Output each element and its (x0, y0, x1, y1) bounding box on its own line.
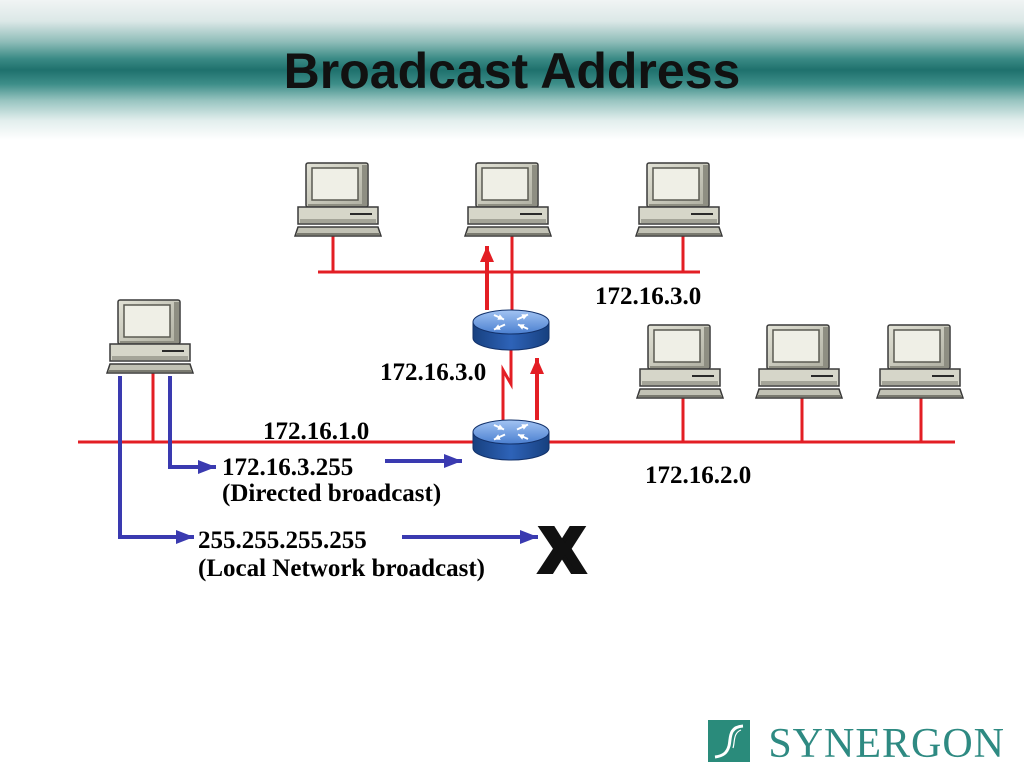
router-icon (473, 310, 549, 350)
logo-s-mark-thin (732, 729, 742, 749)
serial-link (501, 349, 513, 421)
computer-icon (876, 324, 964, 399)
header-band (0, 0, 1024, 140)
router-icon (473, 420, 549, 460)
network-label-top: 172.16.3.0 (595, 283, 701, 310)
computer-icon (755, 324, 843, 399)
blocked-mark: X (536, 511, 583, 589)
computer-icon (106, 299, 194, 374)
network-label-right: 172.16.2.0 (645, 462, 751, 489)
directed-broadcast-description: (Directed broadcast) (222, 480, 441, 507)
computer-icon (636, 324, 724, 399)
computer-icon (635, 162, 723, 237)
local-broadcast-path (118, 376, 194, 544)
logo-s-mark (714, 724, 744, 759)
directed-broadcast-address: 172.16.3.255 (222, 454, 353, 481)
computer-icon (294, 162, 382, 237)
computer-icon (464, 162, 552, 237)
network-label-router-link: 172.16.3.0 (380, 359, 486, 386)
network-label-left: 172.16.1.0 (263, 418, 369, 445)
slide-title: Broadcast Address (284, 43, 741, 99)
directed-broadcast-path (168, 376, 216, 474)
local-broadcast-description: (Local Network broadcast) (198, 555, 485, 582)
local-broadcast-address: 255.255.255.255 (198, 527, 367, 554)
synergon-logo: SYNERGON (708, 720, 1005, 767)
blocked-mark-shadow: X (542, 511, 589, 589)
logo-text: SYNERGON (768, 721, 1005, 767)
